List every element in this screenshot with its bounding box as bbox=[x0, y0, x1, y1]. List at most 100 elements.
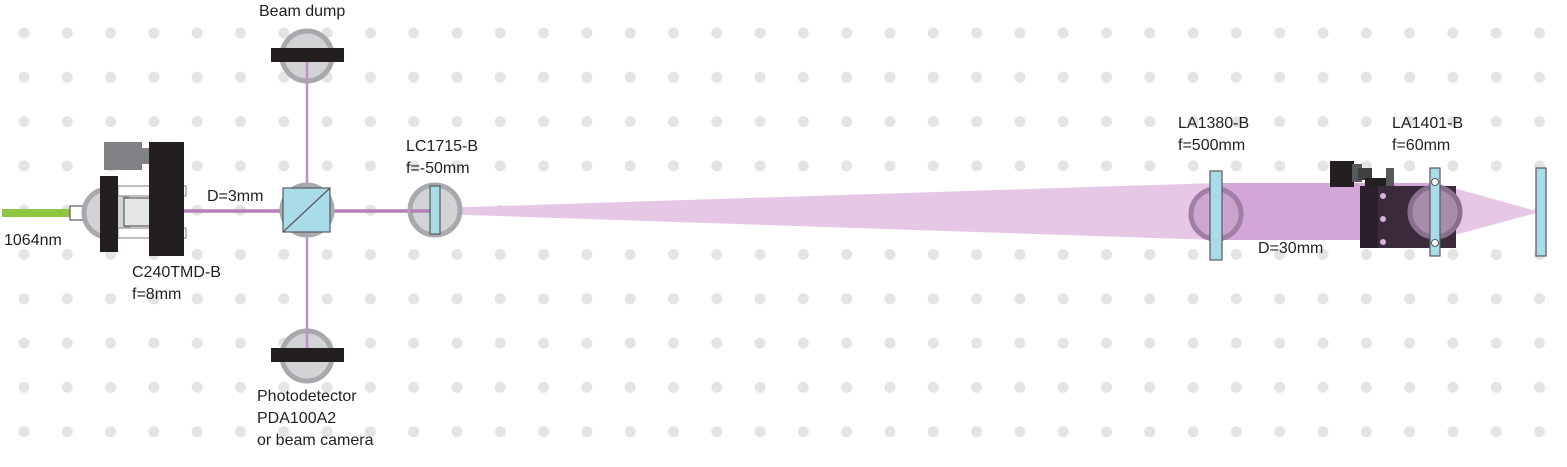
breadboard-hole bbox=[1057, 381, 1069, 393]
breadboard-hole bbox=[711, 27, 723, 39]
breadboard-hole bbox=[1274, 337, 1286, 349]
breadboard-hole bbox=[754, 116, 766, 128]
breadboard-hole bbox=[451, 249, 463, 260]
breadboard-hole bbox=[1144, 293, 1156, 305]
breadboard-hole bbox=[1014, 160, 1026, 172]
breadboard-hole bbox=[1101, 116, 1112, 128]
breadboard-hole bbox=[278, 160, 290, 172]
breadboard-hole bbox=[624, 426, 636, 438]
breadboard-hole bbox=[61, 71, 73, 83]
breadboard-hole bbox=[1230, 116, 1242, 128]
breadboard-hole bbox=[971, 160, 983, 172]
breadboard-hole bbox=[191, 337, 203, 349]
breadboard-hole bbox=[581, 381, 593, 393]
breadboard-hole bbox=[624, 249, 636, 260]
breadboard-hole bbox=[797, 337, 809, 349]
breadboard-hole bbox=[191, 381, 203, 393]
breadboard-hole bbox=[538, 71, 550, 83]
breadboard-hole bbox=[1187, 160, 1199, 172]
breadboard-hole bbox=[61, 293, 73, 305]
breadboard-hole bbox=[841, 249, 853, 260]
label-photodetector-line1: Photodetector bbox=[257, 388, 357, 405]
breadboard-hole bbox=[105, 71, 117, 83]
breadboard-hole bbox=[711, 71, 723, 83]
breadboard-hole bbox=[668, 116, 679, 128]
breadboard-hole bbox=[927, 381, 939, 393]
breadboard-hole bbox=[1317, 71, 1329, 83]
breadboard-hole bbox=[105, 27, 117, 39]
breadboard-hole bbox=[148, 426, 160, 438]
breadboard-hole bbox=[278, 426, 290, 438]
breadboard-hole bbox=[61, 160, 73, 172]
breadboard-hole bbox=[235, 337, 246, 349]
breadboard-hole bbox=[494, 27, 506, 39]
breadboard-hole bbox=[451, 160, 463, 172]
breadboard-hole bbox=[581, 71, 593, 83]
breadboard-hole bbox=[668, 293, 679, 305]
breadboard-hole bbox=[668, 160, 679, 172]
breadboard-hole bbox=[235, 116, 246, 128]
breadboard-hole bbox=[971, 116, 983, 128]
breadboard-hole bbox=[1447, 337, 1459, 349]
breadboard-hole bbox=[841, 293, 853, 305]
breadboard-hole bbox=[364, 293, 376, 305]
breadboard-hole bbox=[1490, 249, 1502, 260]
breadboard-hole bbox=[278, 381, 290, 393]
breadboard-hole bbox=[754, 160, 766, 172]
label-photodetector-line2: PDA100A2 bbox=[257, 410, 337, 427]
breadboard-hole bbox=[754, 426, 766, 438]
breadboard-hole bbox=[451, 337, 463, 349]
breadboard-hole bbox=[1014, 426, 1026, 438]
breadboard-hole bbox=[711, 426, 723, 438]
breadboard-hole bbox=[18, 293, 30, 305]
breadboard-hole bbox=[1274, 381, 1286, 393]
breadboard-hole bbox=[235, 381, 246, 393]
breadboard-hole bbox=[1490, 293, 1502, 305]
breadboard-hole bbox=[1317, 249, 1329, 260]
breadboard-hole bbox=[451, 293, 463, 305]
breadboard-hole bbox=[1187, 426, 1199, 438]
breadboard-hole bbox=[927, 160, 939, 172]
breadboard-hole bbox=[235, 27, 246, 39]
breadboard-hole bbox=[1230, 426, 1242, 438]
breadboard-hole bbox=[884, 249, 896, 260]
breadboard-hole bbox=[884, 27, 896, 39]
breadboard-hole bbox=[711, 249, 723, 260]
breadboard-hole bbox=[321, 426, 333, 438]
breadboard-hole bbox=[1360, 381, 1372, 393]
breadboard-hole bbox=[1317, 116, 1329, 128]
breadboard-hole bbox=[1274, 27, 1286, 39]
breadboard-hole bbox=[1144, 337, 1156, 349]
breadboard-hole bbox=[235, 293, 246, 305]
breadboard-hole bbox=[235, 71, 246, 83]
breadboard-hole bbox=[797, 160, 809, 172]
breadboard-hole bbox=[1014, 116, 1026, 128]
breadboard-hole bbox=[538, 27, 550, 39]
breadboard-hole bbox=[927, 337, 939, 349]
breadboard-hole bbox=[1144, 27, 1156, 39]
breadboard-hole bbox=[538, 381, 550, 393]
breadboard-hole bbox=[1057, 116, 1069, 128]
breadboard-hole bbox=[1360, 116, 1372, 128]
breadboard-hole bbox=[1534, 337, 1545, 349]
breadboard-hole bbox=[408, 71, 420, 83]
breadboard-hole bbox=[1187, 337, 1199, 349]
breadboard-hole bbox=[364, 27, 376, 39]
breadboard-hole bbox=[1230, 71, 1242, 83]
breadboard-hole bbox=[1534, 116, 1545, 128]
breadboard-hole bbox=[1490, 27, 1502, 39]
breadboard-hole bbox=[668, 426, 679, 438]
breadboard-hole bbox=[1057, 293, 1069, 305]
output-window-icon bbox=[1535, 167, 1547, 257]
breadboard-hole bbox=[18, 27, 30, 39]
beam-dump-icon bbox=[271, 28, 344, 84]
breadboard-hole bbox=[754, 337, 766, 349]
breadboard-hole bbox=[624, 160, 636, 172]
breadboard-hole bbox=[494, 426, 506, 438]
breadboard-hole bbox=[61, 381, 73, 393]
breadboard-hole bbox=[1360, 293, 1372, 305]
breadboard-hole bbox=[1101, 27, 1112, 39]
beamsplitter-cube-icon bbox=[279, 182, 335, 238]
label-photodetector-line3: or beam camera bbox=[257, 432, 374, 449]
lens-mount-icon bbox=[1188, 170, 1244, 261]
